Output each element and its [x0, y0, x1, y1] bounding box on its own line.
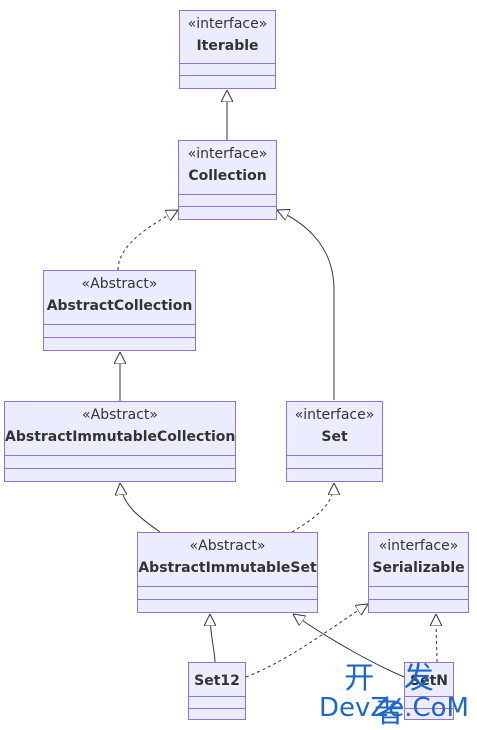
- stereotype-label: «Abstract»: [82, 407, 158, 423]
- separator: [287, 455, 382, 456]
- class-name: SetN: [410, 673, 448, 689]
- stereotype-label: «interface»: [294, 407, 375, 423]
- watermark-logo: 开 发 者 DevZe.CoM: [318, 662, 470, 730]
- class-abstract-immutable-collection: «Abstract» AbstractImmutableCollection: [4, 401, 236, 482]
- edge-set12-abstractimmutableset: [210, 614, 215, 663]
- class-iterable: «interface» Iterable: [179, 10, 276, 89]
- separator: [189, 708, 245, 709]
- edge-abstractimmutableset-set: [291, 483, 334, 533]
- class-name: Serializable: [372, 560, 465, 576]
- separator: [138, 599, 317, 600]
- stereotype-label: «Abstract»: [81, 276, 158, 292]
- class-abstract-collection: «Abstract» AbstractCollection: [43, 270, 196, 351]
- class-name: AbstractCollection: [46, 298, 193, 314]
- class-name: Iterable: [196, 38, 259, 54]
- edge-abstractimmutableset-abstractimmutablecollection: [120, 483, 161, 533]
- separator: [5, 468, 235, 469]
- class-name: Set12: [194, 673, 240, 689]
- separator: [44, 324, 195, 325]
- separator: [5, 455, 235, 456]
- edge-set-collection: [277, 210, 335, 400]
- separator: [369, 599, 468, 600]
- separator: [189, 696, 245, 697]
- separator: [179, 194, 276, 195]
- edge-abstractcollection-collection: [117, 210, 178, 271]
- class-name: AbstractImmutableSet: [138, 560, 317, 576]
- separator: [44, 337, 195, 338]
- separator: [179, 206, 276, 207]
- watermark-site-text: DevZe.CoM: [319, 693, 469, 723]
- separator: [369, 586, 468, 587]
- edge-set12-serializable: [245, 604, 368, 678]
- class-serializable: «interface» Serializable: [368, 532, 469, 613]
- separator: [287, 468, 382, 469]
- edge-setn-abstractimmutableset: [293, 614, 413, 681]
- stereotype-label: «Abstract»: [189, 538, 266, 554]
- separator: [180, 63, 275, 64]
- stereotype-label: «interface»: [378, 538, 459, 554]
- class-collection: «interface» Collection: [178, 140, 277, 220]
- class-setn: SetN: [404, 662, 454, 720]
- class-name: Collection: [188, 168, 267, 184]
- separator: [405, 708, 453, 709]
- class-abstract-immutable-set: «Abstract» AbstractImmutableSet: [137, 532, 318, 613]
- edge-setn-serializable: [436, 614, 437, 663]
- stereotype-label: «interface»: [187, 146, 268, 162]
- class-set: «interface» Set: [286, 401, 383, 482]
- class-name: AbstractImmutableCollection: [5, 429, 236, 445]
- separator: [180, 75, 275, 76]
- separator: [405, 696, 453, 697]
- class-set12: Set12: [188, 662, 246, 720]
- class-name: Set: [321, 429, 348, 445]
- stereotype-label: «interface»: [187, 16, 268, 32]
- watermark-chinese-text: 开 发 者: [344, 661, 444, 730]
- separator: [138, 586, 317, 587]
